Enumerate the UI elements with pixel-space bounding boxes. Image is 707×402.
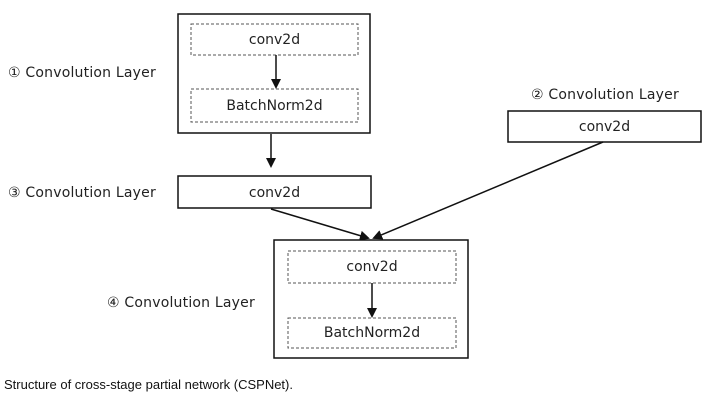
layer4-batchnorm-box — [287, 317, 457, 349]
layer1-batchnorm-box — [190, 88, 359, 123]
layer4-conv2d-label: conv2d — [346, 259, 398, 275]
layer2-box — [507, 110, 702, 143]
layer1-title: ① Convolution Layer — [8, 65, 156, 81]
layer1-conv2d-box — [190, 23, 359, 56]
figure-caption: Structure of cross-stage partial network… — [4, 377, 293, 392]
arrow-layer3-to-layer4 — [270, 208, 370, 241]
layer1-batchnorm-label: BatchNorm2d — [226, 98, 323, 114]
layer3-conv2d-label: conv2d — [248, 185, 301, 201]
layer3-box — [177, 175, 372, 209]
arrow-layer2-to-layer4 — [372, 141, 604, 240]
layer2-conv2d-label: conv2d — [578, 119, 631, 135]
layer4-title: ④ Convolution Layer — [107, 295, 255, 311]
layer4-conv2d-box — [287, 250, 457, 284]
layer2-title: ② Convolution Layer — [531, 87, 679, 103]
layer3-title: ③ Convolution Layer — [8, 185, 156, 201]
layer1-conv2d-label: conv2d — [248, 32, 301, 48]
layer4-batchnorm-label: BatchNorm2d — [323, 325, 421, 341]
